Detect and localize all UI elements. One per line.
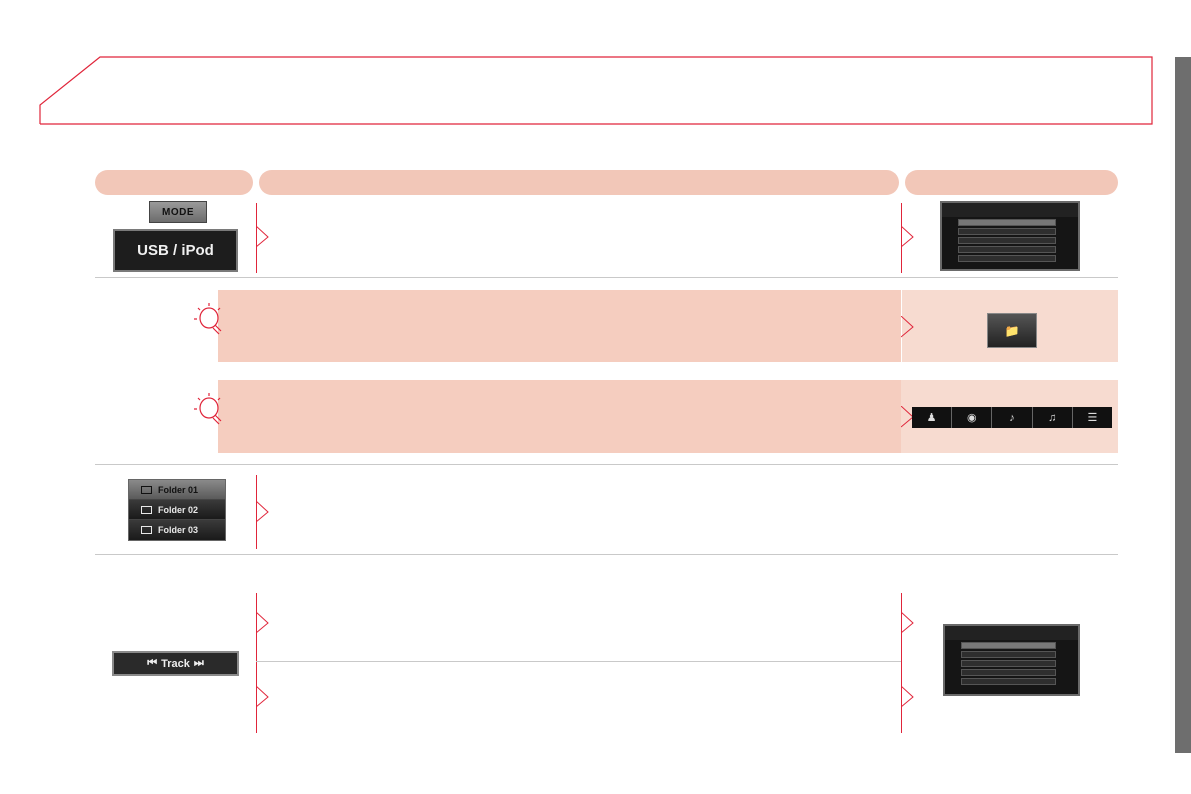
tip-panel-1: [218, 290, 901, 362]
list-item[interactable]: Folder 03: [129, 520, 225, 540]
header-banner: [39, 56, 1153, 125]
separator: [95, 554, 1118, 555]
arrow-marker: [901, 226, 914, 248]
artist-icon[interactable]: ♟: [912, 407, 953, 428]
mode-button[interactable]: MODE: [149, 201, 207, 223]
tip-divider: [901, 290, 902, 362]
separator: [95, 464, 1118, 465]
previous-track-icon[interactable]: ⏮: [147, 657, 158, 669]
playlist-icon[interactable]: ☰: [1087, 412, 1098, 424]
column-header-screen: [905, 170, 1118, 195]
arrow-marker: [901, 686, 914, 708]
separator: [95, 277, 1118, 278]
column-header-action: [95, 170, 253, 195]
next-track-icon[interactable]: ⏭: [193, 657, 204, 669]
separator: [256, 661, 901, 662]
folder-label: Folder 02: [158, 504, 199, 515]
arrow-marker: [901, 316, 914, 338]
folder-icon: 📁: [987, 313, 1037, 348]
arrow-marker: [256, 612, 269, 634]
arrow-marker: [256, 501, 269, 523]
folder-label: Folder 01: [158, 484, 199, 495]
row-divider-3: [256, 475, 257, 549]
track-button[interactable]: ⏮ Track ⏭: [112, 651, 239, 676]
row-divider-2: [901, 203, 902, 273]
row-divider-4: [256, 593, 257, 733]
usb-ipod-button[interactable]: USB / iPod: [113, 229, 238, 272]
column-header-description: [259, 170, 899, 195]
usb-menu-screen: [940, 201, 1080, 271]
list-item[interactable]: Folder 02: [129, 500, 225, 520]
side-tab-bar: [1175, 57, 1191, 753]
category-icon-bar[interactable]: ♟ ◉ ♪ ♫ ☰: [912, 407, 1112, 428]
row-divider-5: [901, 593, 902, 733]
list-item[interactable]: Folder 01: [129, 480, 225, 500]
folder-icon: [141, 505, 152, 514]
arrow-marker: [256, 686, 269, 708]
arrow-marker: [256, 226, 269, 248]
lightbulb-icon: [194, 303, 222, 335]
folder-browse-screen: [943, 624, 1080, 696]
arrow-marker: [901, 612, 914, 634]
tip-panel-2: [218, 380, 901, 453]
folder-list[interactable]: Folder 01 Folder 02 Folder 03: [128, 479, 226, 541]
row-divider-1: [256, 203, 257, 273]
genre-icon[interactable]: ♫: [1033, 407, 1073, 428]
song-icon[interactable]: ♪: [992, 407, 1033, 428]
folder-icon: [141, 526, 152, 534]
folder-icon: [141, 485, 152, 494]
track-label: Track: [161, 657, 190, 670]
folder-label: Folder 03: [158, 525, 199, 535]
lightbulb-icon: [194, 393, 222, 425]
album-icon[interactable]: ◉: [952, 407, 993, 428]
